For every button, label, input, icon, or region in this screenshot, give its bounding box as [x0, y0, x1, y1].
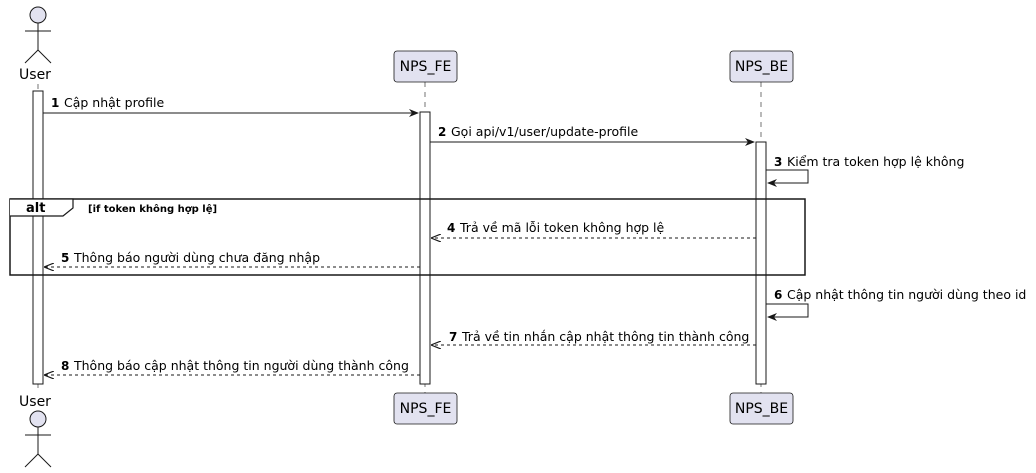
message-label: Thông báo cập nhật thông tin người dùng …: [73, 358, 409, 373]
activation-fe: [419, 111, 431, 385]
participant-be-label: NPS_BE: [735, 401, 788, 417]
participant-fe-bottom: NPS_FE: [393, 392, 458, 425]
message-number: 1: [51, 96, 59, 110]
alt-fragment-label: alt: [26, 201, 45, 216]
message-4: 4 Trả về mã lỗi token không hợp lệ: [432, 220, 756, 238]
participant-fe-label: NPS_FE: [400, 401, 452, 417]
message-number: 5: [61, 251, 69, 265]
message-1: 1 Cập nhật profile: [43, 95, 419, 117]
actor-user-label-bottom: User: [19, 394, 51, 410]
actor-user-label-top: User: [19, 67, 51, 83]
actor-user-bottom: User: [19, 394, 52, 468]
message-label: Thông báo người dùng chưa đăng nhập: [73, 250, 320, 265]
alt-fragment: alt [if token không hợp lệ]: [9, 198, 806, 276]
message-label: Trả về mã lỗi token không hợp lệ: [459, 220, 665, 235]
message-number: 2: [438, 125, 446, 139]
participant-be-label: NPS_BE: [735, 59, 788, 75]
message-label: Gọi api/v1/user/update-profile: [451, 124, 638, 139]
message-label: Cập nhật thông tin người dùng theo id: [787, 287, 1026, 302]
message-5: 5 Thông báo người dùng chưa đăng nhập: [45, 250, 420, 267]
participant-fe-top: NPS_FE: [393, 50, 458, 83]
participant-be-bottom: NPS_BE: [729, 392, 794, 425]
message-8: 8 Thông báo cập nhật thông tin người dùn…: [45, 358, 420, 375]
alt-fragment-guard: [if token không hợp lệ]: [88, 203, 217, 215]
message-6: 6 Cập nhật thông tin người dùng theo id: [766, 287, 1026, 321]
message-label: Cập nhật profile: [64, 95, 164, 110]
message-number: 4: [447, 221, 455, 235]
participant-be-top: NPS_BE: [729, 50, 794, 83]
message-number: 3: [774, 155, 782, 169]
actor-head-icon: [29, 6, 47, 24]
activation-be: [755, 141, 767, 385]
activation-user: [32, 90, 44, 385]
message-number: 8: [61, 359, 69, 373]
message-number: 6: [774, 288, 782, 302]
message-label: Trả về tin nhắn cập nhật thông tin thành…: [461, 329, 749, 344]
message-3: 3 Kiểm tra token hợp lệ không: [766, 154, 964, 187]
message-label: Kiểm tra token hợp lệ không: [787, 154, 964, 169]
message-2: 2 Gọi api/v1/user/update-profile: [430, 124, 755, 146]
actor-head-icon: [29, 410, 47, 428]
message-7: 7 Trả về tin nhắn cập nhật thông tin thà…: [432, 329, 756, 345]
message-number: 7: [449, 330, 457, 344]
participant-fe-label: NPS_FE: [400, 59, 452, 75]
actor-user-top: User: [19, 6, 52, 83]
